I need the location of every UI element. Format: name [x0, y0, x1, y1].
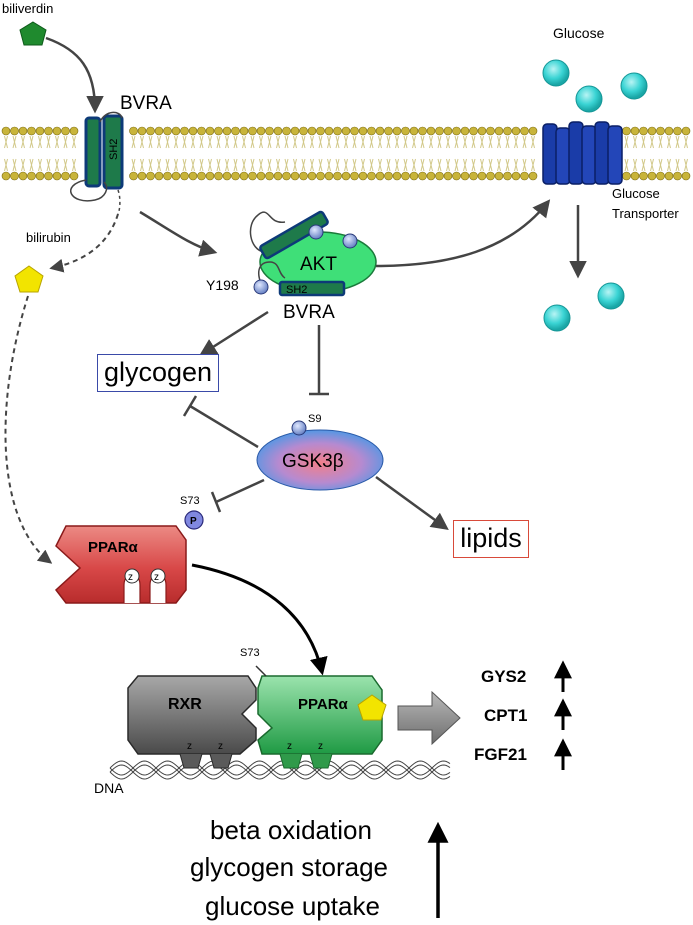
- phospho-bead: [308, 224, 324, 240]
- sh2-bar: [278, 280, 346, 297]
- gsk3b-inhibits-ppara-line: [215, 478, 265, 504]
- phospho-circle: [184, 510, 204, 530]
- glucose-molecule: [620, 72, 648, 100]
- gsk3b-inhibits-glycogen-bar: [182, 395, 198, 417]
- rxr-shape: [127, 675, 257, 755]
- dna-strand: [109, 760, 451, 780]
- glucose-molecule: [543, 304, 571, 332]
- ppara-top-label: PPARα: [88, 539, 139, 556]
- bvra-top-label: BVRA: [120, 93, 172, 114]
- bvra-membrane-protein: [70, 111, 124, 215]
- akt-to-glycogen-arrow: [199, 310, 269, 356]
- lipids-box: lipids: [453, 520, 529, 558]
- biliverdin-arrow: [45, 36, 104, 114]
- bilirubin-pentagon: [14, 265, 44, 293]
- s73-bottom-label: S73: [240, 647, 260, 659]
- phospho-label: P: [190, 516, 197, 527]
- zinc-label: z: [187, 741, 192, 752]
- glycogen-label: glycogen: [103, 357, 213, 387]
- gene-label-gys2: GYS2: [481, 667, 526, 686]
- glucose-transporter: [542, 121, 623, 185]
- ppara-to-nucleus-arrow: [191, 563, 328, 676]
- zinc-label: z: [154, 572, 159, 583]
- akt-label: AKT: [300, 254, 337, 275]
- gsk3b-label: GSK3β: [282, 451, 344, 472]
- cell-membrane: [1, 126, 691, 181]
- zinc-label: z: [218, 741, 223, 752]
- zinc-label: z: [287, 741, 292, 752]
- glycogen-box: glycogen: [97, 354, 219, 392]
- akt-to-transporter-arrow: [375, 199, 551, 268]
- bilirubin-ligand-pentagon: [357, 694, 387, 721]
- glucose-label: Glucose: [553, 25, 605, 41]
- outcome-glycogen-storage: glycogen storage: [190, 852, 388, 882]
- zinc-label: z: [318, 741, 323, 752]
- glucose-molecule: [575, 85, 603, 113]
- bilirubin-to-ppara-dashed-arrow: [4, 295, 53, 564]
- sh2-complex-label: SH2: [286, 284, 307, 296]
- outcome-glucose-uptake: glucose uptake: [205, 891, 380, 921]
- zinc-label: z: [128, 572, 133, 583]
- rxr-zinc-feet: [179, 753, 233, 769]
- bvra-bar-diagonal: [259, 210, 329, 260]
- phospho-bead: [342, 233, 358, 249]
- bvra-to-bilirubin-dashed-arrow: [49, 213, 119, 273]
- biliverdin-label: biliverdin: [2, 1, 53, 16]
- dna-label: DNA: [94, 780, 124, 796]
- transcription-arrow: [397, 690, 461, 746]
- s9-bead: [291, 420, 307, 436]
- s9-label: S9: [308, 413, 321, 425]
- gene-label-cpt1: CPT1: [484, 706, 527, 725]
- ppara-bottom-label: PPARα: [298, 696, 349, 713]
- ppara-bottom-shape: [257, 675, 383, 755]
- glucose-transporter-label-line2: Transporter: [612, 206, 679, 221]
- bvra-complex-label: BVRA: [283, 302, 335, 323]
- s73-bottom-tick: [255, 665, 267, 677]
- glucose-transporter-label-line1: Glucose: [612, 186, 660, 201]
- gsk3b-inhibits-glycogen-line: [189, 404, 259, 449]
- glucose-molecule: [542, 59, 570, 87]
- gsk3b-inhibits-ppara-bar: [210, 491, 222, 513]
- glucose-molecule: [597, 282, 625, 310]
- bvra-to-akt-arrow: [139, 210, 218, 257]
- lipids-label: lipids: [460, 523, 522, 553]
- y198-bead: [253, 279, 269, 295]
- zinc-finger-top: [123, 568, 167, 603]
- rxr-label: RXR: [168, 696, 202, 713]
- bilirubin-label: bilirubin: [26, 230, 71, 245]
- gene-label-fgf21: FGF21: [474, 745, 527, 764]
- outcome-beta-oxidation: beta oxidation: [210, 815, 372, 845]
- akt-bvra-complex: [249, 210, 377, 297]
- s73-top-label: S73: [180, 495, 200, 507]
- y198-label: Y198: [206, 277, 239, 293]
- sh2-top-label: SH2: [108, 139, 120, 160]
- gsk3b-to-lipids-arrow: [375, 475, 449, 531]
- gsk3b-ellipse: [256, 429, 384, 491]
- biliverdin-pentagon: [19, 21, 47, 46]
- ppara-zinc-feet: [279, 753, 333, 769]
